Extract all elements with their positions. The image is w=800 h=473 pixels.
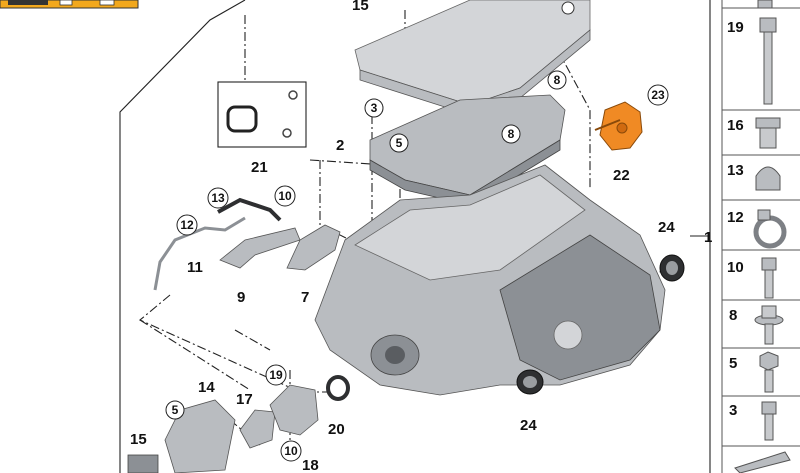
svg-text:10: 10 (284, 444, 298, 458)
bracket-part[interactable] (219, 227, 301, 269)
svg-text:12: 12 (727, 209, 744, 226)
toolbar-badge[interactable] (0, 0, 139, 9)
label-7: 7 (301, 289, 309, 306)
seal-ring-part[interactable] (326, 375, 350, 401)
highlighted-valve-part[interactable] (594, 101, 643, 151)
sidebar-item-19[interactable]: 19 (722, 17, 800, 111)
hardware-sidebar: 19 16 13 12 (721, 0, 800, 473)
svg-text:5: 5 (172, 403, 179, 417)
cap-nut-icon (755, 166, 781, 191)
part-labels: 1 2 7 9 11 14 15 15 17 18 20 21 22 24 24 (130, 0, 712, 473)
svg-text:8: 8 (554, 73, 561, 87)
svg-text:10: 10 (727, 259, 744, 276)
svg-text:13: 13 (211, 191, 225, 205)
callout-8-mid: 8 (501, 124, 521, 144)
drain-plug-icon (755, 117, 781, 149)
svg-text:16: 16 (727, 117, 744, 134)
label-15-top: 15 (352, 0, 369, 14)
callout-3: 3 (364, 98, 384, 118)
sidebar-item-8[interactable]: 8 (722, 305, 800, 349)
shaft-seal-bottom-part[interactable] (516, 369, 544, 395)
washer-bolt-icon (754, 305, 784, 345)
svg-text:19: 19 (269, 368, 283, 382)
label-21: 21 (251, 159, 268, 176)
sidebar-item-16[interactable]: 16 (722, 117, 800, 156)
long-bolt-icon (759, 17, 777, 105)
callout-13: 13 (207, 187, 229, 209)
side-cover-part[interactable] (127, 399, 236, 473)
label-1: 1 (704, 229, 712, 246)
label-24-top: 24 (658, 219, 675, 236)
oil-pan-part[interactable] (369, 94, 566, 206)
callout-10-top: 10 (274, 185, 296, 207)
callout-12: 12 (176, 214, 198, 236)
callout-5-bottom: 5 (165, 400, 185, 420)
actuator-part[interactable] (239, 409, 276, 449)
selector-part[interactable] (269, 384, 319, 436)
svg-text:5: 5 (396, 136, 403, 150)
shaft-seal-top-part[interactable] (659, 254, 685, 282)
gasket-box (217, 81, 307, 148)
callout-5-top: 5 (389, 133, 409, 153)
label-22: 22 (613, 167, 630, 184)
svg-text:13: 13 (727, 162, 744, 179)
gasket-part[interactable] (226, 105, 258, 133)
svg-text:10: 10 (278, 189, 292, 203)
svg-text:5: 5 (729, 355, 737, 372)
svg-text:23: 23 (651, 88, 665, 102)
flange-bolt-icon (759, 351, 779, 393)
circled-labels: 3 5 5 8 8 10 10 12 (165, 70, 669, 462)
transmission-housing-part[interactable] (314, 164, 666, 396)
sidebar-item-10[interactable]: 10 (722, 257, 800, 301)
label-9: 9 (237, 289, 245, 306)
callout-23: 23 (647, 84, 669, 106)
svg-text:12: 12 (180, 218, 194, 232)
label-2: 2 (336, 137, 344, 154)
sensor-part[interactable] (286, 224, 341, 271)
tool-icon (734, 451, 791, 473)
sidebar-item-13[interactable]: 13 (722, 162, 800, 201)
short-bolt-icon (761, 401, 777, 441)
callout-10-bottom: 10 (280, 440, 302, 462)
label-20: 20 (328, 421, 345, 438)
svg-text:3: 3 (729, 402, 737, 419)
callout-19: 19 (265, 364, 287, 386)
label-15-bottom: 15 (130, 431, 147, 448)
label-24-bottom: 24 (520, 417, 537, 434)
hose-clamp-icon (753, 209, 787, 249)
sidebar-item-5[interactable]: 5 (722, 351, 800, 397)
sidebar-item-3[interactable]: 3 (722, 401, 800, 447)
label-18: 18 (302, 457, 319, 473)
svg-text:19: 19 (727, 19, 744, 36)
sidebar-item-12[interactable]: 12 (722, 209, 800, 251)
svg-text:8: 8 (729, 307, 737, 324)
cover-plate-part[interactable] (354, 0, 591, 116)
bolt-icon (761, 257, 777, 299)
label-17: 17 (236, 391, 253, 408)
callout-8-top: 8 (547, 70, 567, 90)
label-11: 11 (187, 259, 203, 276)
label-14: 14 (198, 379, 215, 396)
svg-text:3: 3 (371, 101, 378, 115)
svg-text:8: 8 (508, 127, 515, 141)
